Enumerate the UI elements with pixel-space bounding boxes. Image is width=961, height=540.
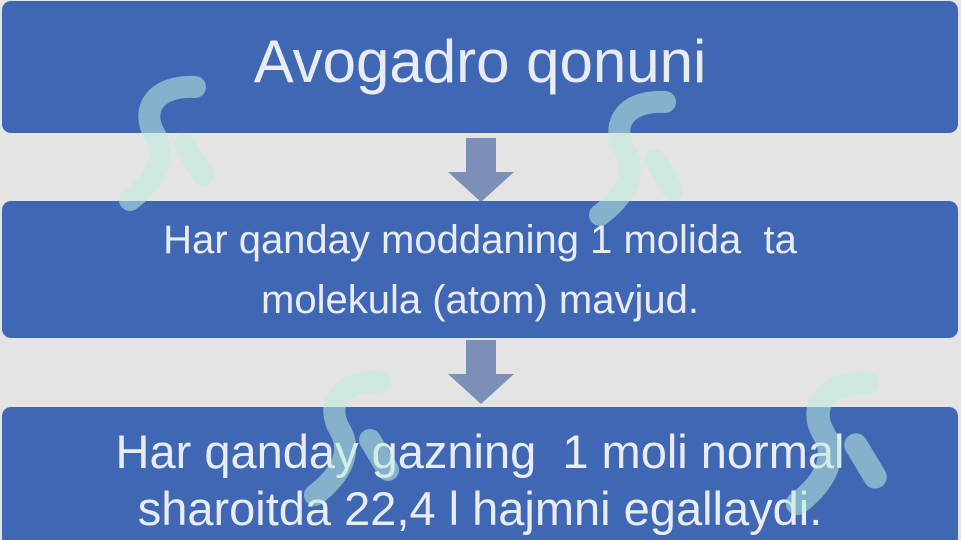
statement-1-line-2: molekula (atom) mavjud. (261, 277, 699, 322)
statement-2-text: Har qanday gazning 1 moli normal sharoit… (116, 417, 845, 538)
statement-box-2: Har qanday gazning 1 moli normal sharoit… (2, 407, 958, 540)
title-box: Avogadro qonuni (2, 1, 958, 133)
diagram-title: Avogadro qonuni (253, 28, 707, 95)
statement-2-line-1: Har qanday gazning 1 moli normal (115, 424, 845, 478)
statement-box-1: Har qanday moddaning 1 molida ta molekul… (2, 201, 958, 338)
statement-1-line-1: Har qanday moddaning 1 molida ta (163, 217, 797, 262)
statement-2-line-2: sharoitda 22,4 l hajmni egallaydi. (137, 482, 823, 535)
arrow-down-icon (448, 340, 514, 404)
arrow-down-icon (448, 138, 514, 202)
statement-1-text: Har qanday moddaning 1 molida ta molekul… (163, 210, 797, 330)
